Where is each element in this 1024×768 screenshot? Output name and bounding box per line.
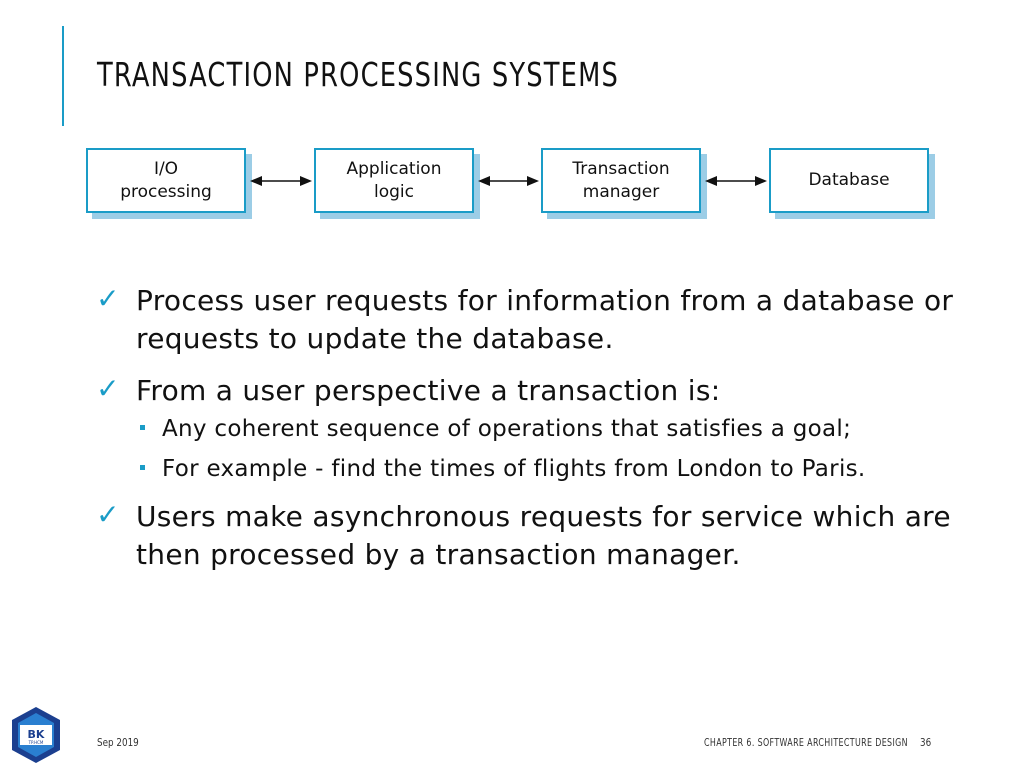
check-icon: ✓	[96, 498, 120, 531]
bullet-item: ✓ From a user perspective a transaction …	[90, 372, 960, 410]
architecture-diagram: I/O processing Application logic Transac…	[0, 0, 1024, 240]
bullet-text: From a user perspective a transaction is…	[136, 374, 721, 407]
university-logo: BK TP.HCM	[12, 707, 60, 763]
square-bullet-icon	[140, 425, 145, 430]
sub-bullet-item: For example - find the times of flights …	[90, 454, 960, 484]
bullet-item: ✓ Process user requests for information …	[90, 282, 960, 358]
logo-text: BK	[28, 728, 45, 741]
sub-bullet-text: For example - find the times of flights …	[162, 456, 866, 482]
diagram-box-io-processing: I/O processing	[86, 148, 246, 213]
page-number: 36	[920, 736, 932, 749]
check-icon: ✓	[96, 282, 120, 315]
square-bullet-icon	[140, 465, 145, 470]
bullet-item: ✓ Users make asynchronous requests for s…	[90, 498, 960, 574]
bidirectional-arrow-icon	[705, 176, 767, 186]
bullet-text: Process user requests for information fr…	[136, 284, 954, 355]
diagram-box-application-logic: Application logic	[314, 148, 474, 213]
diagram-box-database: Database	[769, 148, 929, 213]
bidirectional-arrow-icon	[250, 176, 312, 186]
title-accent-bar	[62, 26, 64, 126]
check-icon: ✓	[96, 372, 120, 405]
bullet-text: Users make asynchronous requests for ser…	[136, 500, 951, 571]
slide-title: TRANSACTION PROCESSING SYSTEMS	[97, 55, 619, 94]
footer-date: Sep 2019	[97, 736, 139, 749]
footer-chapter: CHAPTER 6. SOFTWARE ARCHITECTURE DESIGN	[704, 736, 908, 749]
bullet-list: ✓ Process user requests for information …	[90, 282, 960, 588]
sub-bullet-list: Any coherent sequence of operations that…	[90, 414, 960, 484]
bidirectional-arrow-icon	[478, 176, 539, 186]
diagram-box-transaction-manager: Transaction manager	[541, 148, 701, 213]
logo-subtext: TP.HCM	[28, 740, 44, 745]
sub-bullet-text: Any coherent sequence of operations that…	[162, 416, 852, 442]
sub-bullet-item: Any coherent sequence of operations that…	[90, 414, 960, 444]
